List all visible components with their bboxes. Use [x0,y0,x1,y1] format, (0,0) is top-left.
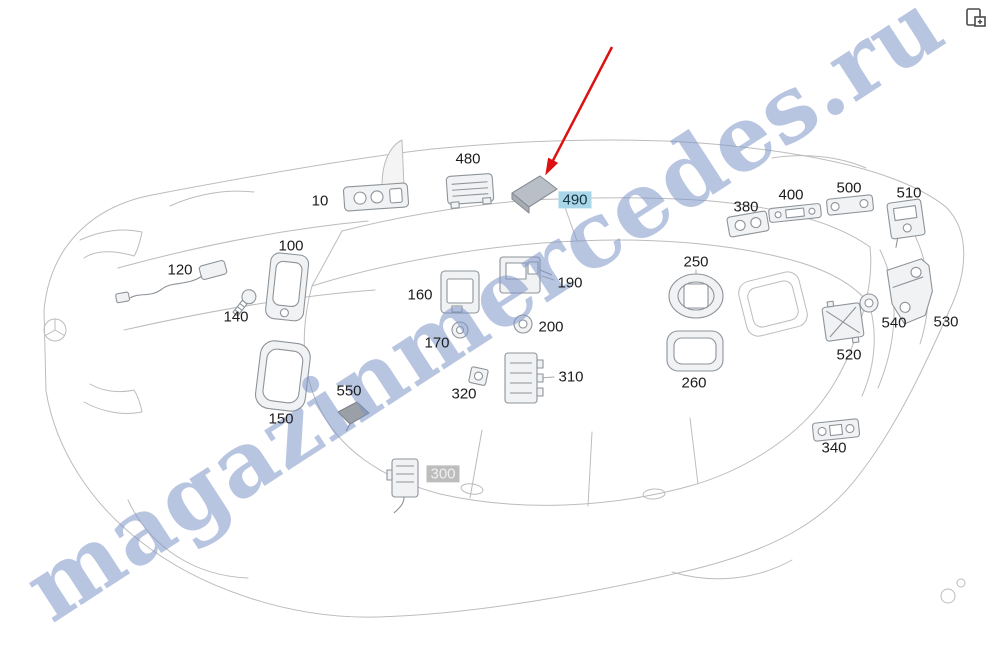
part-label-160[interactable]: 160 [407,286,433,304]
part-550-icon[interactable] [337,401,370,432]
part-530-icon[interactable] [884,258,940,326]
part-label-400[interactable]: 400 [778,186,804,204]
part-label-550[interactable]: 550 [336,382,362,400]
part-label-300[interactable]: 300 [426,465,460,483]
part-190-icon[interactable] [499,256,553,294]
part-label-500[interactable]: 500 [836,179,862,197]
part-170-icon[interactable] [451,321,469,339]
part-340-icon[interactable] [811,418,861,442]
part-160-icon[interactable] [440,270,480,314]
part-120-icon[interactable] [115,259,228,304]
part-540-icon[interactable] [859,293,879,313]
part-label-190[interactable]: 190 [557,274,583,292]
part-label-340[interactable]: 340 [821,439,847,457]
part-100-icon[interactable] [265,252,310,322]
part-label-520[interactable]: 520 [836,346,862,364]
part-label-380[interactable]: 380 [733,198,759,216]
part-480-icon[interactable] [445,173,495,209]
part-10-icon[interactable] [342,182,410,212]
part-260-icon[interactable] [666,330,724,372]
part-150-icon[interactable] [254,339,312,413]
part-label-150[interactable]: 150 [268,410,294,428]
part-label-320[interactable]: 320 [451,385,477,403]
part-310-icon[interactable] [504,352,544,404]
part-label-170[interactable]: 170 [424,334,450,352]
part-200-icon[interactable] [513,314,533,334]
part-label-490[interactable]: 490 [558,191,592,209]
part-320-icon[interactable] [468,366,489,386]
part-label-310[interactable]: 310 [558,368,584,386]
part-490-icon[interactable] [511,175,558,214]
part-label-10[interactable]: 10 [311,192,329,210]
part-icons [115,173,940,514]
part-520-icon[interactable] [821,298,865,347]
part-label-540[interactable]: 540 [881,314,907,332]
part-label-200[interactable]: 200 [538,318,564,336]
part-380-icon[interactable] [726,210,770,238]
part-label-140[interactable]: 140 [223,308,249,326]
part-label-260[interactable]: 260 [681,374,707,392]
part-label-480[interactable]: 480 [455,150,481,168]
part-250-icon[interactable] [668,273,724,319]
part-label-250[interactable]: 250 [683,253,709,271]
part-label-100[interactable]: 100 [278,237,304,255]
part-140-icon[interactable] [230,287,259,318]
part-500-icon[interactable] [826,194,874,216]
part-300-icon[interactable] [386,458,419,514]
part-400-icon[interactable] [768,203,822,223]
part-label-120[interactable]: 120 [167,261,193,279]
part-label-530[interactable]: 530 [933,313,959,331]
part-label-510[interactable]: 510 [896,184,922,202]
page-add-icon[interactable] [964,7,988,29]
part-510-icon[interactable] [886,198,927,248]
